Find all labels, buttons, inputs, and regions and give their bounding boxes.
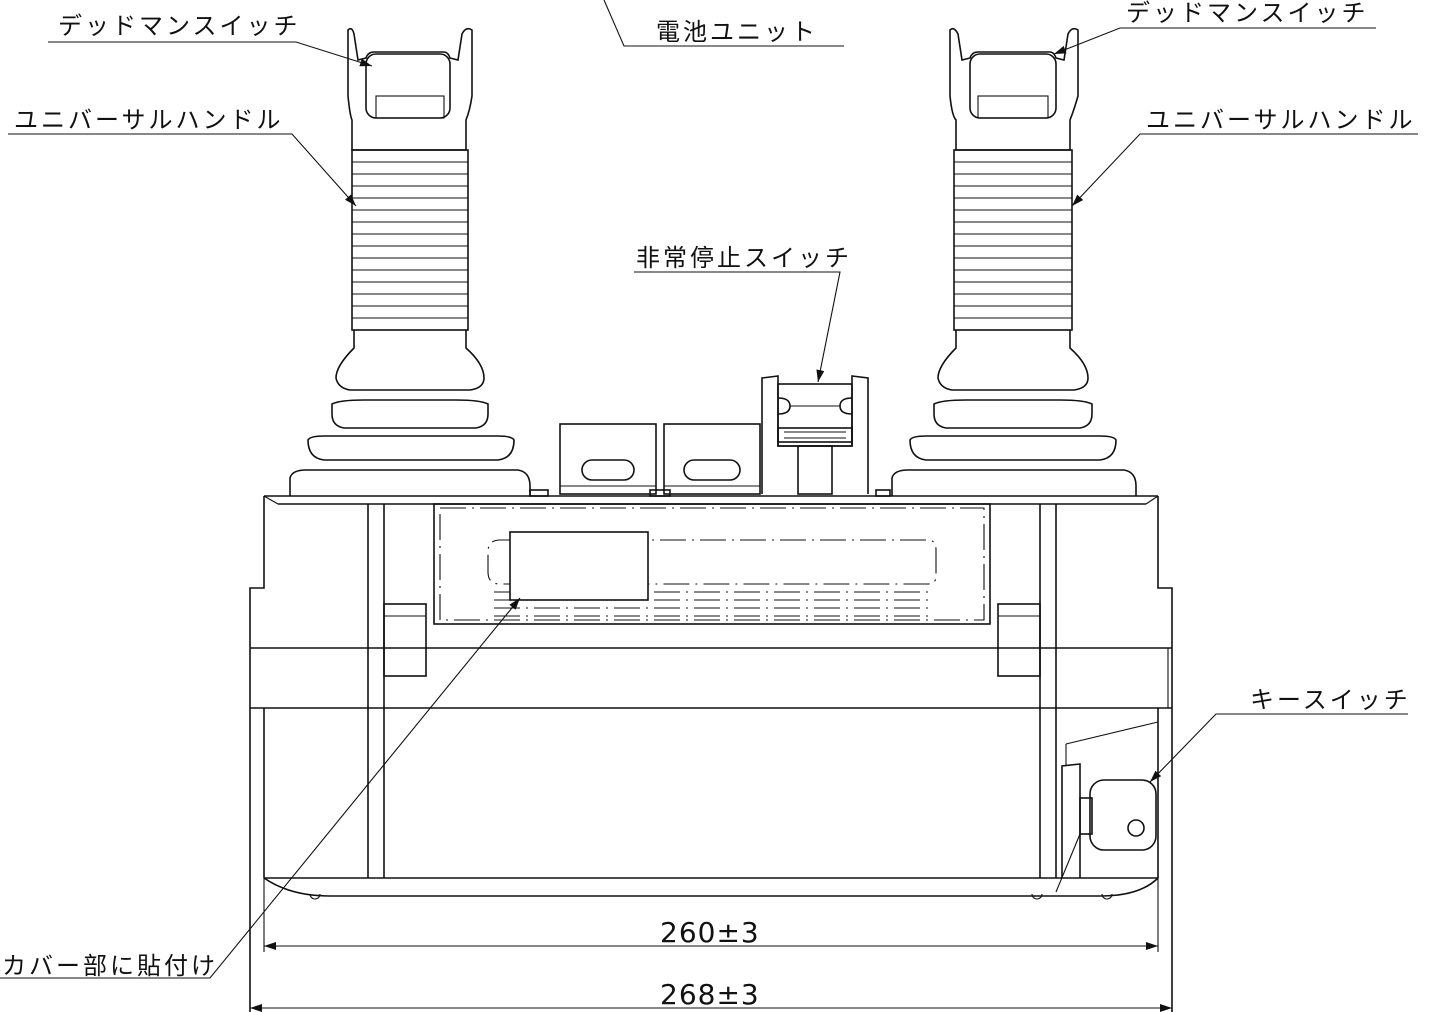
leader-lines [0,0,1418,979]
handle-grip-left [351,149,469,331]
label-battery-unit: 電池ユニット [656,18,818,46]
label-key-switch: キースイッチ [1250,686,1411,714]
dimension-text-268: 268±3 [660,978,760,1011]
label-cover: カバー部に貼付け [2,952,218,980]
label-deadman-right: デッドマンスイッチ [1126,0,1369,27]
key-switch [1061,721,1159,878]
cover-label-area [509,531,649,601]
deadman-switch-left [365,53,451,119]
right-joystick [891,27,1137,496]
top-switch-modules [529,423,891,497]
battery-unit [433,503,991,625]
label-deadman-left: デッドマンスイッチ [58,12,301,40]
emergency-stop-switch [761,375,869,495]
left-joystick [289,27,531,496]
label-handle-right: ユニバーサルハンドル [1146,106,1416,134]
handle-grip-right [953,149,1073,331]
label-emergency-stop: 非常停止スイッチ [636,244,852,272]
dimension-260 [263,878,1159,952]
label-handle-left: ユニバーサルハンドル [14,106,284,134]
deadman-switch-right [969,53,1057,119]
dimension-text-260: 260±3 [660,916,760,949]
